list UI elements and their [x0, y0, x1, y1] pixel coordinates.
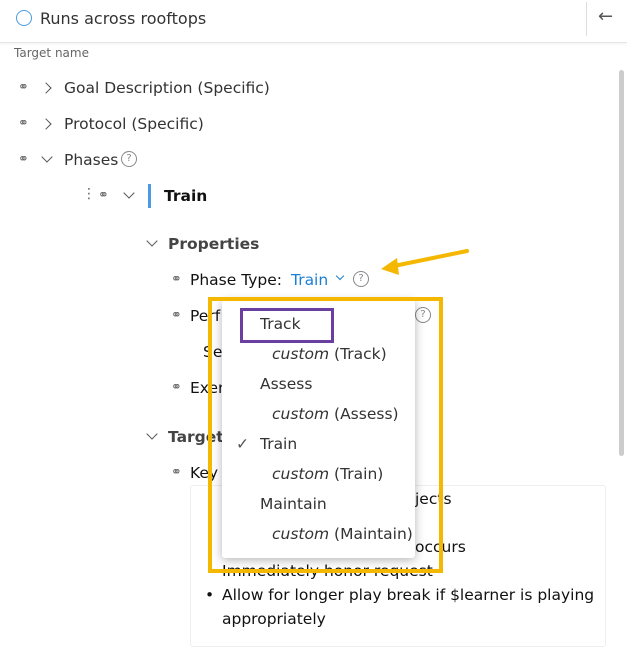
chevron-down-icon[interactable] — [41, 151, 53, 163]
option-custom-track[interactable]: custom (Track) — [272, 345, 387, 363]
link-icon[interactable]: ⚭ — [18, 152, 29, 167]
help-icon[interactable]: ? — [415, 307, 431, 323]
tree-item-phases[interactable]: Phases — [64, 151, 119, 169]
option-custom-train[interactable]: custom (Train) — [272, 465, 383, 483]
phase-type-dropdown: Track custom (Track) Assess custom (Asse… — [222, 300, 415, 558]
chevron-down-icon[interactable] — [146, 428, 158, 440]
link-icon[interactable]: ⚭ — [18, 116, 29, 131]
phase-type-label: Phase Type: — [190, 271, 283, 289]
option-maintain[interactable]: Maintain — [260, 495, 327, 513]
option-train[interactable]: Train — [260, 435, 298, 453]
help-icon[interactable]: ? — [121, 151, 137, 167]
bullet-text: Allow for longer play break if $learner … — [222, 586, 595, 604]
arrow-left-icon[interactable]: ← — [598, 6, 614, 27]
bullet-text: appropriately — [222, 610, 326, 628]
option-custom-maintain[interactable]: custom (Maintain) — [272, 525, 413, 543]
help-icon[interactable]: ? — [353, 271, 369, 287]
link-icon[interactable]: ⚭ — [98, 188, 109, 203]
header: Runs across rooftops ← — [0, 0, 627, 43]
chevron-right-icon[interactable] — [40, 82, 52, 94]
check-icon: ✓ — [236, 435, 249, 453]
custom-label: custom — [272, 405, 330, 423]
option-paren: (Assess) — [334, 405, 399, 423]
properties-heading[interactable]: Properties — [168, 235, 260, 253]
custom-label: custom — [272, 345, 330, 363]
exer-label: Exer — [190, 379, 225, 397]
bullet-dot: • — [205, 586, 215, 604]
chevron-down-icon[interactable] — [123, 187, 135, 199]
scrollbar[interactable] — [619, 70, 624, 456]
tree-item-goal[interactable]: Goal Description (Specific) — [64, 79, 270, 97]
section-label: Target name — [14, 46, 89, 60]
option-paren: (Track) — [334, 345, 387, 363]
custom-label: custom — [272, 525, 330, 543]
phase-type-select[interactable]: Train — [291, 271, 329, 289]
drag-handle-icon[interactable]: ⋮ — [82, 186, 96, 202]
link-icon[interactable]: ⚭ — [171, 308, 182, 323]
option-paren: (Train) — [334, 465, 384, 483]
option-custom-assess[interactable]: custom (Assess) — [272, 405, 399, 423]
link-icon[interactable]: ⚭ — [171, 465, 182, 480]
chevron-right-icon[interactable] — [40, 118, 52, 130]
option-assess[interactable]: Assess — [260, 375, 313, 393]
header-divider — [586, 2, 587, 36]
link-icon[interactable]: ⚭ — [171, 272, 182, 287]
phase-color-bar — [148, 184, 151, 208]
perf-label: Perf — [190, 307, 221, 325]
annotation-arrow — [381, 249, 469, 275]
chevron-down-icon[interactable] — [335, 271, 345, 281]
link-icon[interactable]: ⚭ — [171, 380, 182, 395]
link-icon[interactable]: ⚭ — [18, 80, 29, 95]
highlight-yellow-box — [208, 297, 443, 573]
phase-name[interactable]: Train — [164, 187, 208, 205]
chevron-down-icon[interactable] — [146, 235, 158, 247]
page-title: Runs across rooftops — [40, 9, 207, 28]
highlight-purple-box — [240, 308, 334, 343]
option-paren: (Maintain) — [334, 525, 413, 543]
tree-item-protocol[interactable]: Protocol (Specific) — [64, 115, 204, 133]
crosshair-icon — [16, 10, 32, 26]
custom-label: custom — [272, 465, 330, 483]
option-track[interactable]: Track — [260, 315, 301, 333]
